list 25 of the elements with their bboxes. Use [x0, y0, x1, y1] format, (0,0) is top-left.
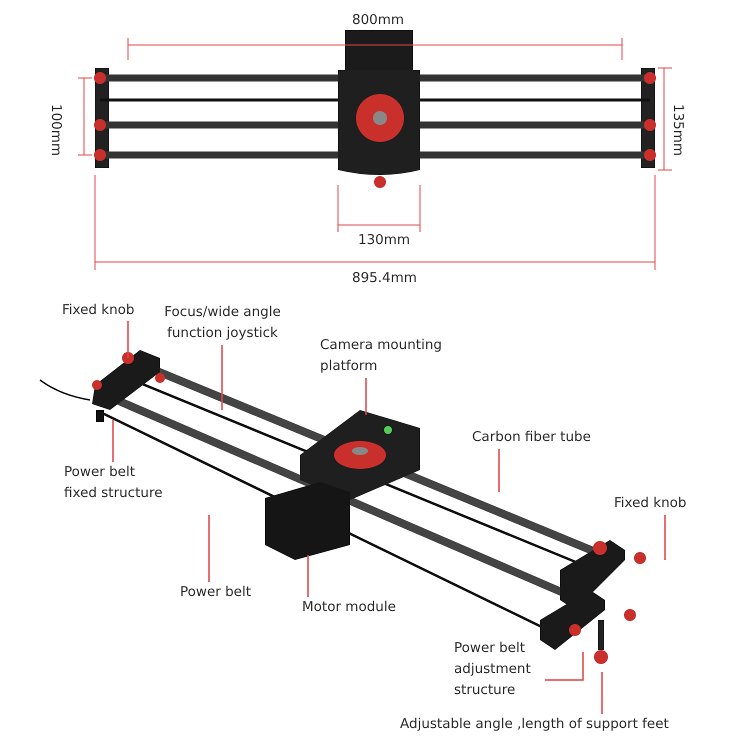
callout-label: Motor module [302, 597, 412, 618]
dimension-label: 800mm [352, 12, 404, 28]
leader-line [498, 449, 500, 492]
leader-line [601, 672, 603, 714]
leader-line [221, 345, 223, 410]
leader-line [307, 555, 309, 597]
callout-label: Fixed knob [614, 493, 714, 514]
callout-label: Carbon fiber tube [472, 427, 612, 448]
dimension-label: 895.4mm [352, 270, 417, 286]
leader-line [545, 652, 584, 681]
leader-line [127, 321, 129, 358]
leader-line [208, 515, 210, 582]
callout-label: Adjustable angle ,length of support feet [400, 714, 700, 735]
callout-label: Focus/wide angle function joystick [150, 302, 295, 344]
leader-line [365, 378, 367, 415]
dimension-label: 135mm [670, 104, 686, 156]
callout-label: Fixed knob [62, 300, 152, 321]
dimension-label: 100mm [48, 104, 64, 156]
leader-line [664, 515, 666, 560]
dimension-label: 130mm [358, 232, 410, 248]
callout-label: Camera mounting platform [320, 335, 460, 377]
callout-label: Power belt adjustment structure [454, 638, 554, 701]
callout-label: Power belt [180, 582, 270, 603]
callout-label: Power belt fixed structure [64, 462, 172, 504]
leader-line [112, 420, 114, 462]
